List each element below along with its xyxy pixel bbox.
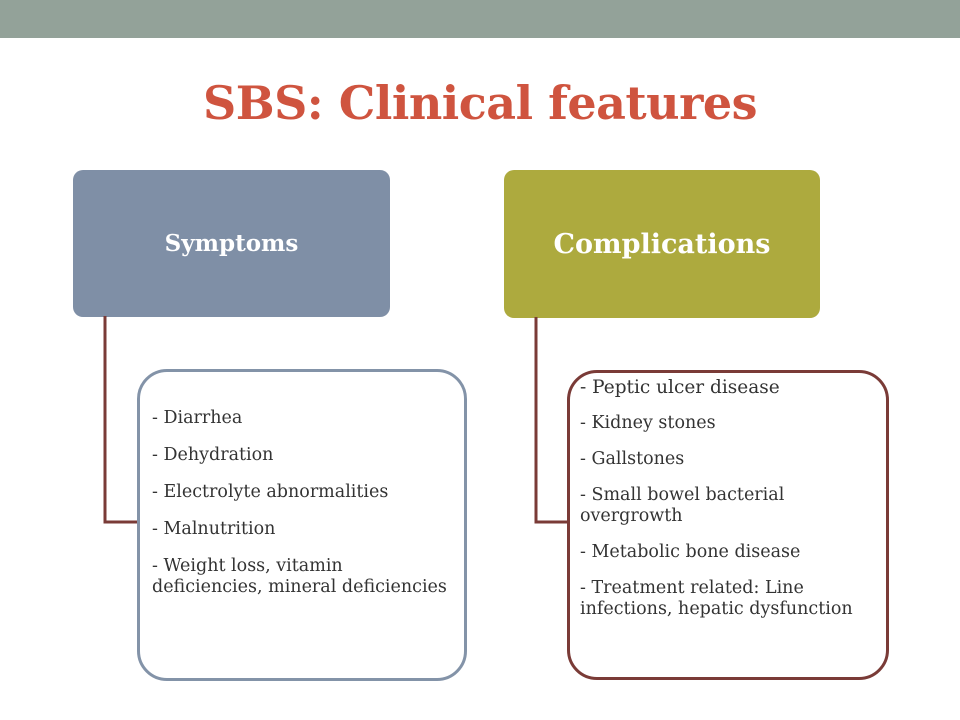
symptoms-header-box: Symptoms xyxy=(73,170,390,317)
symptoms-card: - Diarrhea - Dehydration - Electrolyte a… xyxy=(137,369,467,681)
list-item: - Dehydration xyxy=(152,445,274,465)
complications-header-box: Complications xyxy=(504,170,820,318)
list-item: - Weight loss, vitamin deficiencies, min… xyxy=(152,556,447,597)
list-item: - Malnutrition xyxy=(152,519,276,539)
list-item: - Peptic ulcer disease xyxy=(580,377,780,398)
complications-list: - Peptic ulcer disease - Kidney stones -… xyxy=(580,377,876,620)
top-accent-bar xyxy=(0,0,960,38)
complications-connector xyxy=(534,317,569,524)
list-item: - Small bowel bacterial overgrowth xyxy=(580,485,785,526)
list-item: - Metabolic bone disease xyxy=(580,542,801,562)
list-item: - Electrolyte abnormalities xyxy=(152,482,389,502)
symptoms-header-label: Symptoms xyxy=(164,230,299,257)
list-item: - Gallstones xyxy=(580,449,685,469)
list-item: - Treatment related: Line infections, he… xyxy=(580,578,853,619)
list-item: - Kidney stones xyxy=(580,413,716,433)
slide-title: SBS: Clinical features xyxy=(202,76,758,130)
complications-header-label: Complications xyxy=(553,228,771,260)
list-item: - Diarrhea xyxy=(152,408,243,428)
symptoms-connector xyxy=(103,316,140,524)
symptoms-list: - Diarrhea - Dehydration - Electrolyte a… xyxy=(152,408,450,598)
complications-card: - Peptic ulcer disease - Kidney stones -… xyxy=(567,370,889,680)
